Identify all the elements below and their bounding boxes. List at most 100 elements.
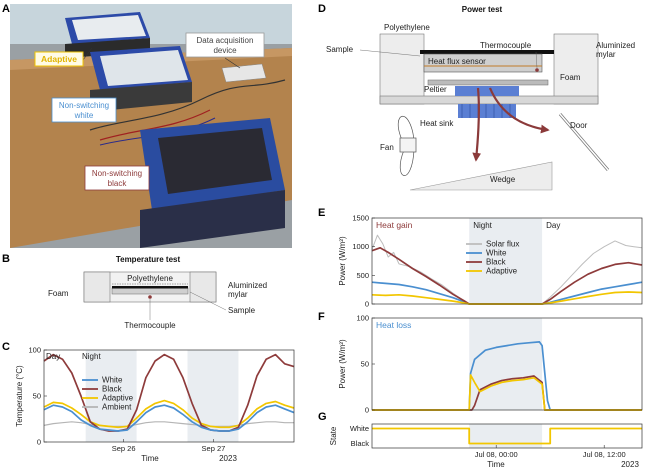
c-xlabel2: 2023 — [219, 454, 237, 463]
panel-d: D Power test Polyethylene Sample Thermoc… — [318, 3, 635, 191]
e-ytick-label-0: 0 — [365, 300, 369, 309]
e-night-label: Night — [473, 221, 492, 230]
b-polyethylene: Polyethylene — [127, 274, 173, 283]
b-sample: Sample — [228, 306, 256, 315]
c-xlabel: Time — [141, 454, 159, 463]
panel-b-title: Temperature test — [116, 255, 181, 264]
d-mylar-line2: mylar — [596, 50, 616, 59]
b-thermocouple: Thermocouple — [124, 321, 176, 330]
panel-letter-g: G — [318, 411, 327, 423]
f-series-white — [372, 341, 642, 411]
c-ytick-label-1: 50 — [33, 392, 41, 401]
b-mylar-line1: Aluminized — [228, 281, 267, 290]
g-series-adaptive — [372, 427, 642, 445]
d-mylar-line1: Aluminized — [596, 41, 635, 50]
c-day-label: Day — [46, 352, 60, 361]
f-title: Heat loss — [376, 320, 411, 330]
c-series-ambient — [43, 421, 294, 427]
e-ytick-label-1: 500 — [356, 271, 369, 280]
panel-letter-e: E — [318, 207, 325, 219]
g-xlabel2: 2023 — [621, 460, 639, 469]
e-ytick-label-2: 1000 — [352, 242, 369, 251]
c-ytick-label-0: 0 — [37, 438, 41, 447]
label-white-line2: white — [74, 111, 94, 120]
e-legend-entry-0: Solar flux — [486, 240, 519, 249]
panel-b: B Temperature test Polyethylene Foam Alu… — [2, 253, 267, 330]
c-series-adaptive — [43, 399, 295, 429]
panel-letter-a: A — [2, 3, 10, 15]
c-legend-entry-3: Ambient — [102, 403, 132, 412]
label-daq-line1: Data acquisition — [197, 36, 254, 45]
e-title: Heat gain — [376, 220, 413, 230]
f-ytick-label-0: 0 — [365, 406, 369, 415]
c-ylabel: Temperature (°C) — [15, 365, 24, 427]
panel-letter-c: C — [2, 341, 10, 353]
c-ytick-label-2: 100 — [28, 346, 41, 355]
c-legend-entry-1: Black — [102, 385, 123, 394]
b-foam: Foam — [48, 289, 69, 298]
g-xtick-label-0: Jul 08, 00:00 — [475, 450, 518, 459]
d-heat-flux: Heat flux sensor — [428, 57, 486, 66]
black-box — [140, 118, 285, 248]
c-xtick-label-1: Sep 27 — [202, 444, 226, 453]
d-sample: Sample — [326, 45, 354, 54]
panel-letter-d: D — [318, 3, 326, 15]
c-series-black — [43, 353, 295, 432]
e-ytick-label-3: 1500 — [352, 214, 369, 223]
daq-device — [221, 63, 267, 83]
d-wedge: Wedge — [490, 175, 516, 184]
d-thermocouple: Thermocouple — [480, 41, 532, 50]
e-day-label: Day — [546, 221, 560, 230]
c-legend-entry-0: White — [102, 376, 123, 385]
panel-letter-b: B — [2, 253, 10, 265]
c-legend-entry-2: Adaptive — [102, 394, 134, 403]
d-door: Door — [570, 121, 588, 130]
label-black-line2: black — [108, 179, 128, 188]
f-ytick-label-2: 100 — [356, 314, 369, 323]
g-xlabel: Time — [487, 460, 505, 469]
panel-letter-f: F — [318, 311, 325, 323]
g-state-black: Black — [351, 439, 370, 448]
panel-d-title: Power test — [462, 5, 503, 14]
g-xtick-label-1: Jul 08, 12:00 — [583, 450, 626, 459]
e-legend-entry-2: Black — [486, 258, 507, 267]
c-night-band-1 — [187, 350, 239, 442]
d-fan: Fan — [380, 143, 394, 152]
f-night-band — [469, 318, 543, 410]
fan — [397, 116, 417, 176]
f-series-adaptive — [372, 374, 642, 411]
d-heat-sink: Heat sink — [420, 119, 454, 128]
label-black-line1: Non-switching — [92, 169, 142, 178]
g-state-white: White — [350, 424, 369, 433]
c-night-label: Night — [82, 352, 101, 361]
e-ylabel: Power (W/m²) — [338, 236, 347, 286]
b-mylar-line2: mylar — [228, 290, 248, 299]
d-peltier: Peltier — [424, 85, 447, 94]
g-frame — [371, 423, 643, 449]
label-white-line1: Non-switching — [59, 101, 109, 110]
d-polyethylene: Polyethylene — [384, 23, 430, 32]
c-xtick-label-0: Sep 26 — [112, 444, 136, 453]
e-frame — [371, 217, 643, 305]
f-ylabel: Power (W/m²) — [338, 339, 347, 389]
e-legend-entry-1: White — [486, 249, 507, 258]
label-adaptive: Adaptive — [41, 54, 77, 64]
d-foam: Foam — [560, 73, 581, 82]
c-series-white — [43, 404, 295, 432]
e-legend-entry-3: Adaptive — [486, 267, 518, 276]
g-ylabel: State — [329, 426, 338, 445]
panel-a: A — [2, 3, 292, 248]
e-night-band — [469, 218, 543, 304]
label-daq-line2: device — [213, 46, 237, 55]
